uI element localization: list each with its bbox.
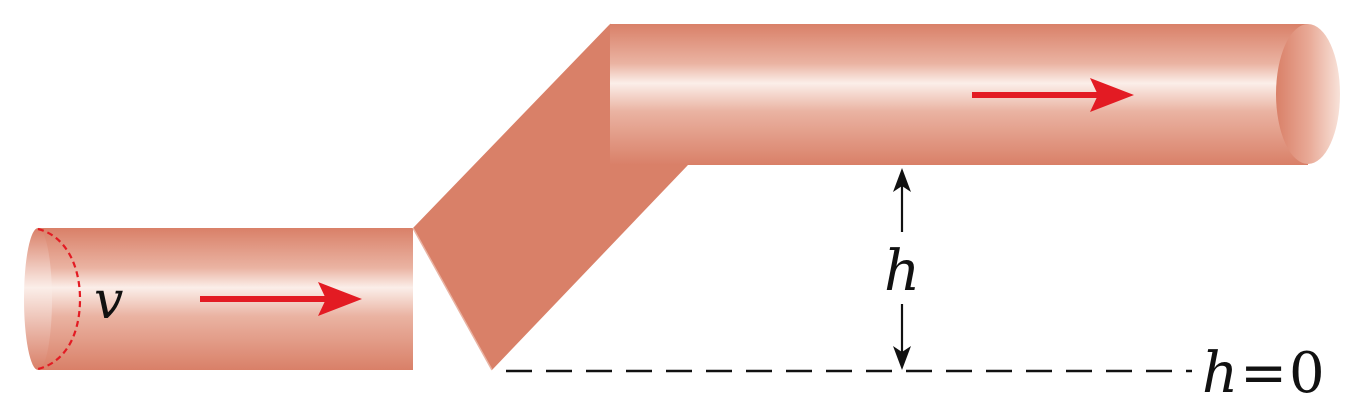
- upper-pipe: [610, 24, 1340, 165]
- flow-arrow-upper: [972, 78, 1134, 112]
- velocity-label: v: [94, 271, 123, 331]
- reference-label: h=0: [1202, 341, 1325, 406]
- flow-arrow-lower: [200, 282, 362, 316]
- height-label: h: [884, 239, 920, 304]
- upper-pipe-body: [610, 24, 1308, 165]
- inlet-cross-section: [37, 227, 82, 371]
- lower-joint-seam: [412, 227, 493, 371]
- height-dimension: h: [884, 168, 920, 370]
- height-arrow-up-head: [893, 168, 911, 192]
- upper-pipe-opening: [1276, 24, 1340, 164]
- lower-pipe-end: [24, 228, 52, 370]
- height-arrow-down-head: [893, 346, 911, 370]
